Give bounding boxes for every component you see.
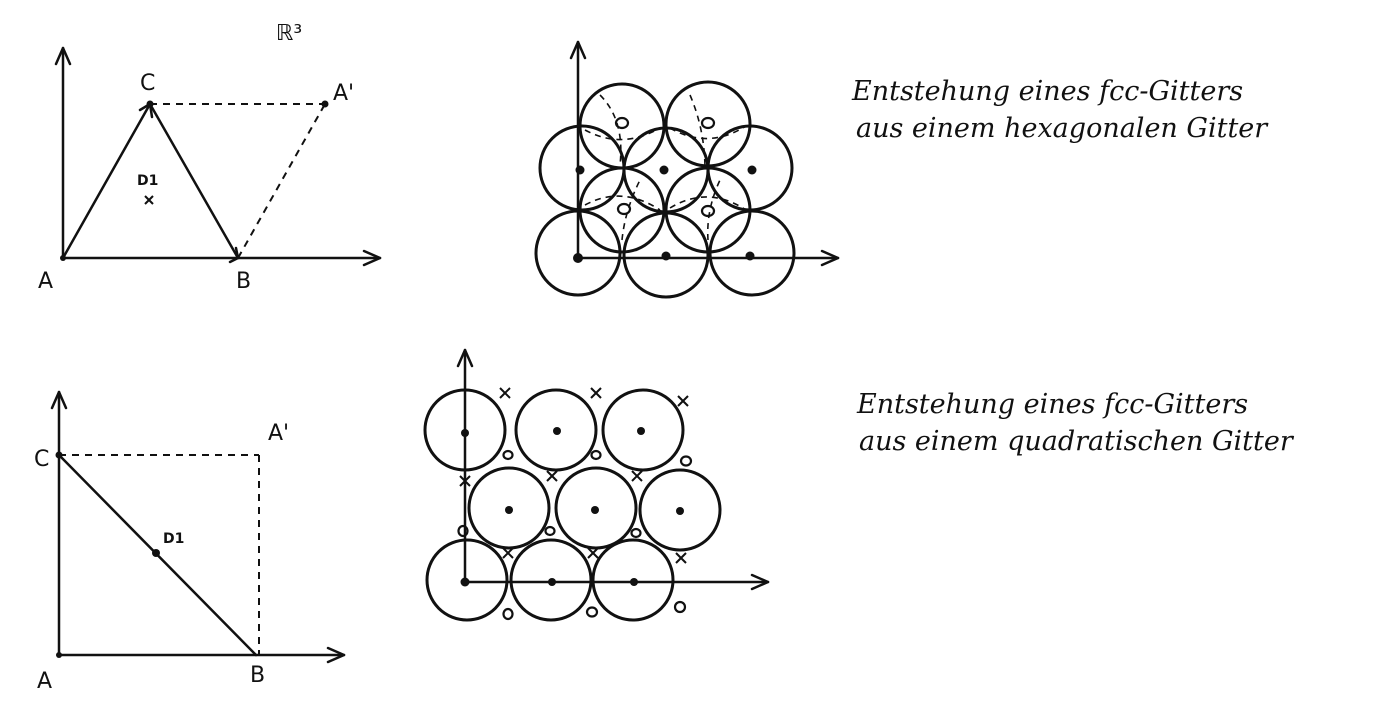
label-A: A	[38, 269, 53, 294]
second-layer-sphere	[664, 166, 752, 254]
lattice-point	[637, 427, 645, 435]
second-layer-center	[616, 202, 632, 216]
label-C: C	[34, 447, 49, 472]
space-label: ℝ³	[276, 21, 302, 46]
lattice-point	[661, 251, 671, 261]
point-D1	[152, 549, 160, 557]
caption-square-line1: Entstehung eines fcc-Gitters	[856, 389, 1248, 420]
lattice-point	[553, 427, 561, 435]
y-axis-arrow	[569, 40, 587, 60]
lattice-point	[745, 251, 755, 261]
interstitial-ring	[590, 449, 602, 461]
interstitial-ring	[502, 449, 514, 461]
label-Aprime: A'	[268, 421, 289, 446]
lattice-point	[505, 506, 513, 514]
sphere	[425, 538, 509, 622]
x-axis-arrow	[326, 646, 346, 664]
lattice-point	[591, 506, 599, 514]
hidden-arc	[584, 127, 661, 141]
hidden-arc	[706, 179, 721, 241]
label-B: B	[250, 663, 265, 688]
lattice-point	[460, 577, 470, 587]
dashed-B-Aprime	[237, 103, 326, 259]
centroid-cross	[144, 195, 154, 205]
square-diagram: C A' D1 A B	[34, 390, 346, 694]
lattice-point	[630, 578, 638, 586]
sphere	[467, 466, 551, 550]
lattice-point	[573, 253, 583, 263]
interstitial-ring	[544, 525, 556, 537]
edge-A-C	[61, 102, 152, 260]
lattice-point	[575, 165, 585, 175]
sphere	[638, 468, 722, 552]
point-A	[56, 652, 62, 658]
edge-C-B	[148, 102, 240, 260]
label-C: C	[140, 71, 155, 96]
interstitial-ring	[630, 527, 642, 539]
second-layer-sphere	[664, 80, 752, 168]
hidden-arc	[689, 94, 706, 171]
interstitial-ring	[502, 607, 514, 621]
caption-hex-line2: aus einem hexagonalen Gitter	[856, 113, 1269, 144]
sphere	[554, 466, 638, 550]
hexagonal-triangle-diagram: A B C A' D1 ℝ³	[38, 21, 382, 294]
second-layer-sphere	[578, 166, 666, 254]
caption-square-line2: aus einem quadratischen Gitter	[859, 426, 1295, 457]
x-axis-arrow	[750, 573, 770, 591]
hidden-arc	[584, 195, 661, 211]
interstitial-ring	[679, 455, 693, 467]
y-axis-arrow	[54, 46, 72, 66]
hidden-arc	[669, 125, 747, 140]
second-layer-center	[700, 204, 716, 218]
lattice-point	[548, 578, 556, 586]
sphere	[601, 388, 685, 472]
square-packing-diagram	[423, 348, 770, 622]
interstitial-ring	[457, 524, 469, 538]
x-axis-arrow	[820, 249, 840, 267]
sphere	[509, 538, 593, 622]
sphere	[423, 388, 507, 472]
y-axis-arrow	[456, 348, 474, 368]
x-axis-arrow	[362, 249, 382, 267]
label-D1: D1	[163, 531, 184, 547]
lattice-point	[461, 429, 469, 437]
second-layer-center	[700, 116, 716, 130]
lattice-point	[676, 507, 684, 515]
point-C	[55, 451, 63, 459]
caption-hex-line1: Entstehung eines fcc-Gitters	[851, 76, 1243, 107]
label-D1: D1	[137, 173, 158, 189]
point-Aprime	[321, 100, 329, 108]
label-A: A	[37, 669, 52, 694]
hexagonal-packing-diagram	[534, 40, 840, 299]
y-axis-arrow	[50, 390, 68, 410]
sphere	[514, 388, 598, 472]
sphere	[591, 538, 675, 622]
interstitial-ring	[585, 606, 599, 618]
interstitial-ring	[673, 600, 687, 614]
interstitial-crosses	[459, 387, 689, 564]
hidden-arc	[621, 179, 641, 241]
lattice-point	[659, 165, 669, 175]
lattice-point	[747, 165, 757, 175]
point-C	[146, 100, 154, 108]
point-A	[60, 255, 66, 261]
hidden-arc	[669, 196, 747, 211]
label-B: B	[236, 269, 251, 294]
label-Aprime: A'	[333, 81, 354, 106]
second-layer-center	[614, 116, 630, 130]
